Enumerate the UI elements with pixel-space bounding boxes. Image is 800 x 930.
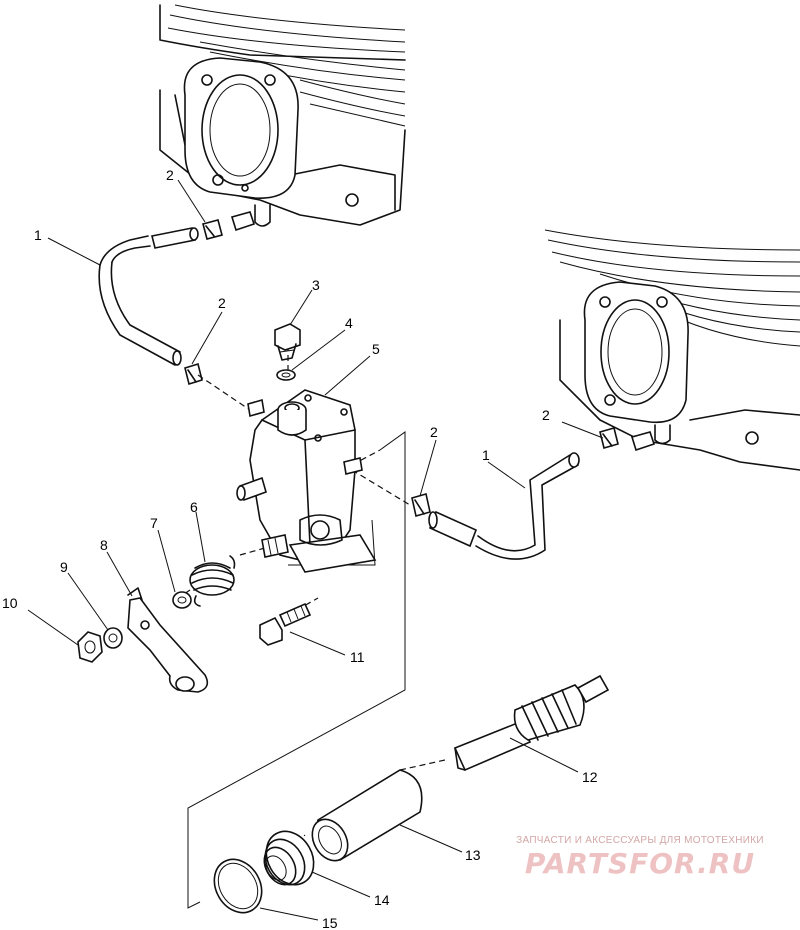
mounting-bolt: [259, 602, 312, 646]
banjo-bolt: [274, 323, 301, 361]
oil-line-right: [428, 452, 580, 560]
washer-4: [276, 369, 296, 381]
watermark-logo: PARTSFOR.RU: [524, 847, 756, 880]
callout-1-left: 1: [34, 227, 42, 243]
drive-shaft-gear: [453, 674, 610, 772]
watermark: ЗАПЧАСТИ И АКСЕССУАРЫ ДЛЯ МОТОТЕХНИКИ PA…: [485, 835, 795, 882]
control-lever: [127, 587, 209, 693]
callout-12: 12: [582, 769, 598, 785]
callout-10: 10: [2, 595, 18, 611]
callout-labels: 1 2 2 3 4 5 2 2 1 6 7 8 9 10 11 12 13 14…: [2, 167, 598, 930]
return-spring: [189, 555, 236, 607]
washer-9: [103, 627, 123, 649]
leader-lines: [27, 179, 604, 921]
callout-2-top: 2: [166, 167, 174, 183]
callout-9: 9: [60, 559, 68, 575]
clamp-top: [202, 219, 223, 240]
callout-3: 3: [312, 277, 320, 293]
clamp-right-b: [411, 492, 431, 518]
lock-nut: [77, 631, 103, 663]
callout-2-mid: 2: [218, 295, 226, 311]
watermark-caption: ЗАПЧАСТИ И АКСЕССУАРЫ ДЛЯ МОТОТЕХНИКИ: [516, 835, 764, 846]
oil-seal: [263, 830, 315, 886]
callout-4: 4: [345, 315, 353, 331]
o-ring: [213, 858, 263, 914]
clamp-mid: [184, 362, 203, 386]
callout-7: 7: [150, 515, 158, 531]
callout-6: 6: [190, 499, 198, 515]
callout-2-right-a: 2: [542, 407, 550, 423]
callout-8: 8: [100, 537, 108, 553]
engine-cylinder-right: [544, 229, 800, 471]
clamp-right-a: [599, 427, 619, 449]
callout-15: 15: [322, 915, 338, 930]
oil-pump-body: [236, 389, 377, 573]
washer-7: [172, 591, 192, 609]
callout-13: 13: [465, 847, 481, 863]
callout-2-right-b: 2: [430, 424, 438, 440]
bushing-sleeve: [311, 769, 423, 862]
callout-1-right: 1: [482, 447, 490, 463]
callout-14: 14: [374, 892, 390, 908]
oil-line-left: [98, 227, 199, 366]
engine-cylinder-left: [159, 4, 406, 232]
callout-5: 5: [372, 341, 380, 357]
callout-11: 11: [350, 649, 365, 665]
